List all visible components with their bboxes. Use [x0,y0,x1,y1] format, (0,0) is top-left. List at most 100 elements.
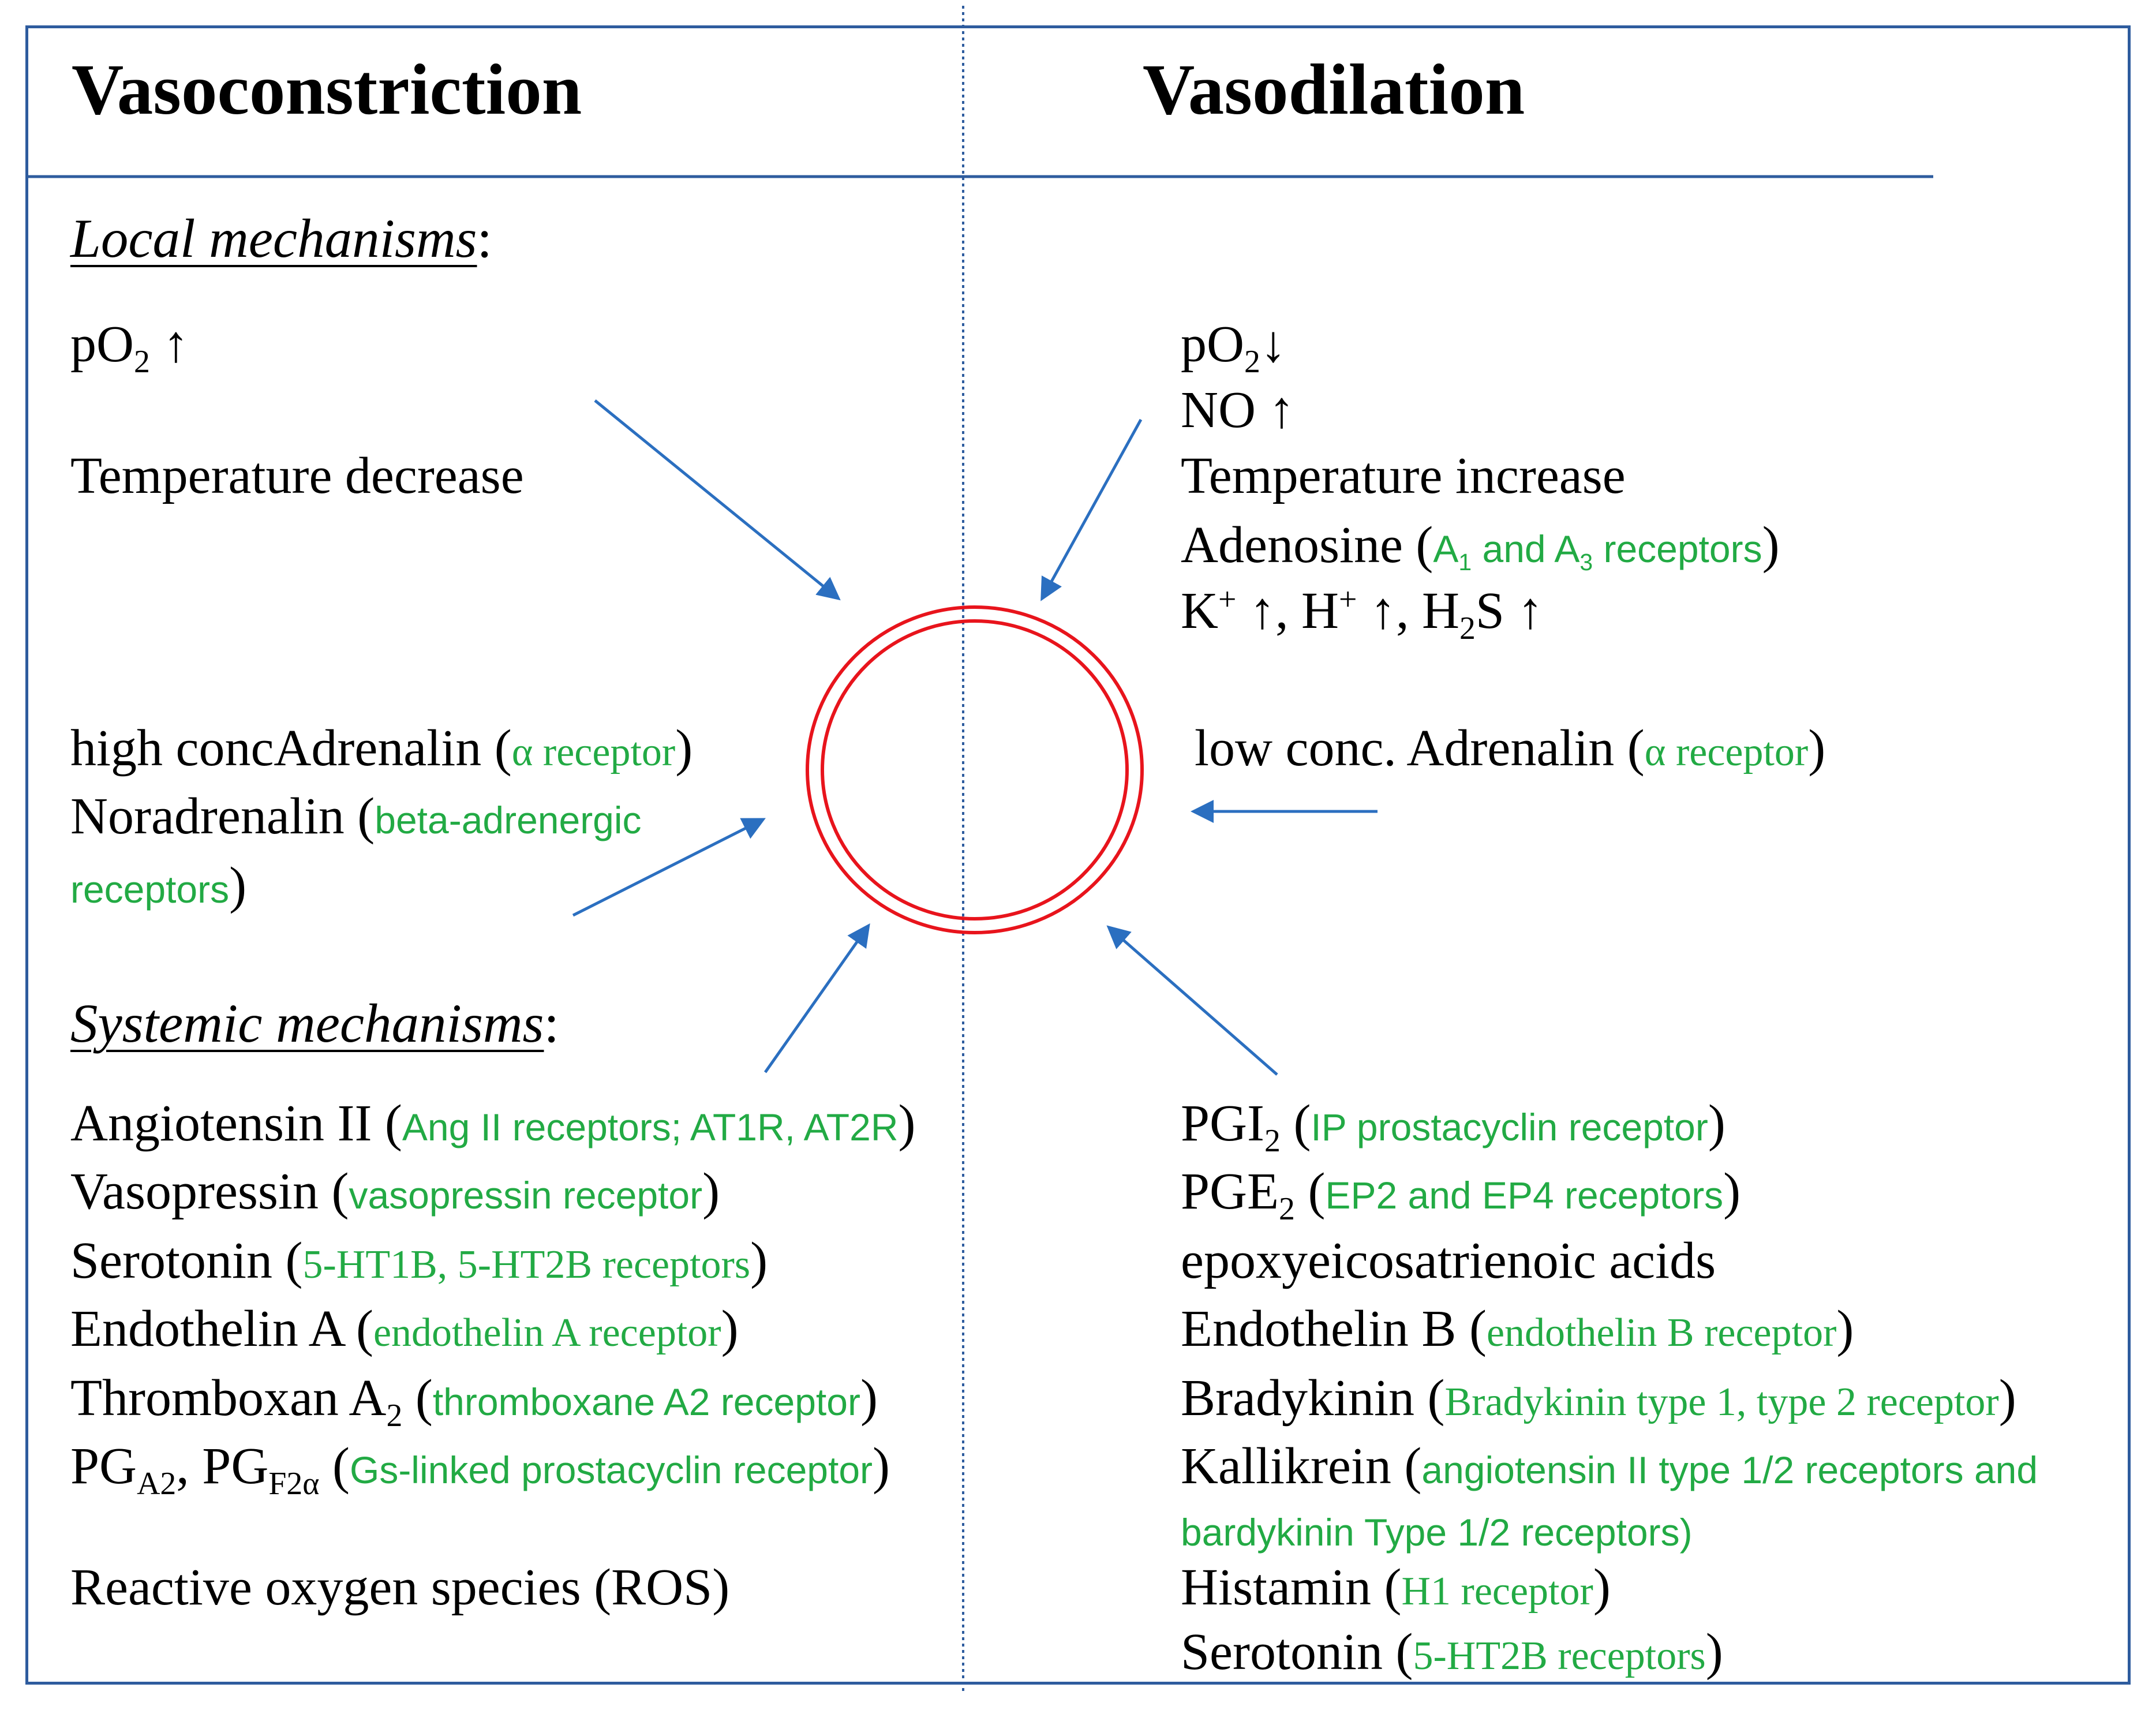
item-close: ) [721,1300,739,1357]
systemic-constriction-item: Serotonin (5-HT1B, 5-HT2B receptors) [70,1235,768,1287]
adrenalin-receptor: α receptor [1644,730,1809,774]
adenosine-receptor-a: A [1433,527,1459,570]
systemic-dilation-item: Bradykinin (Bradykinin type 1, type 2 re… [1181,1372,2016,1424]
item-receptor: Ang II receptors; AT1R, AT2R [402,1106,899,1148]
section-local-colon: : [477,208,492,269]
noradrenalin-name: Noradrenalin ( [70,788,375,845]
item-name: PG [70,1438,137,1495]
item-receptor-line2: bardykinin Type 1/2 receptors [1181,1511,1680,1554]
adrenalin-close: ) [1808,720,1826,777]
header-vasodilation: Vasodilation [1143,50,1525,130]
po2-label: pO [70,316,134,373]
item-name: Kallikrein ( [1181,1438,1422,1495]
noradrenalin-receptor-line2: receptors [70,868,230,911]
local-dilation-po2: pO2↓ [1181,316,1286,378]
item-name-sub: 2 [1279,1191,1295,1227]
systemic-dilation-item-cont: bardykinin Type 1/2 receptors) [1181,1503,1693,1555]
arrow-systemic-constriction [763,923,870,1073]
local-constriction-noradrenalin-cont: receptors) [70,860,246,912]
item-name: epoxyeicosatrienoic acids [1181,1232,1716,1289]
local-dilation-no: NO ↑ [1181,381,1295,439]
item-close: ) [1705,1623,1723,1681]
item-name-sub2: F2α [268,1466,320,1502]
item-name: Bradykinin ( [1181,1370,1445,1427]
local-constriction-noradrenalin: Noradrenalin (beta-adrenergic [70,791,642,843]
local-constriction-po2: pO2 ↑ [70,316,189,378]
item-receptor: Gs-linked prostacyclin receptor [349,1449,873,1491]
item-name: Thromboxan A [70,1370,387,1427]
po2-subscript: 2 [1244,344,1260,380]
item-name: Histamin ( [1181,1559,1402,1616]
item-close: ) [873,1438,890,1495]
local-constriction-temperature: Temperature decrease [70,447,524,504]
adenosine-receptor: A1 and A3 receptors [1433,527,1762,574]
ion-h2s-sub: 2 [1459,611,1476,646]
item-name: Endothelin B ( [1181,1300,1487,1357]
adenosine-name: Adenosine ( [1181,517,1433,574]
adenosine-receptor-sub3: 3 [1579,549,1593,576]
systemic-dilation-item: epoxyeicosatrienoic acids [1181,1235,1716,1287]
arrow-adrenalin-constriction [572,818,766,917]
item-name-rest: ( [402,1370,433,1427]
local-dilation-adenosine: Adenosine (A1 and A3 receptors) [1181,517,1780,574]
item-close: ) [898,1095,916,1152]
noradrenalin-close: ) [229,857,247,914]
systemic-dilation-item: Kallikrein (angiotensin II type 1/2 rece… [1181,1440,2038,1492]
item-close: ) [1836,1300,1854,1357]
systemic-constriction-item: Vasopressin (vasopressin receptor) [70,1166,720,1218]
noradrenalin-receptor-line1: beta-adrenergic [375,799,642,841]
item-receptor: endothelin A receptor [373,1311,721,1355]
item-name-rest: ( [1294,1163,1326,1220]
section-local-label: Local mechanisms [70,208,477,269]
adenosine-close: ) [1762,517,1780,574]
item-close: ) [860,1370,878,1427]
po2-subscript: 2 [134,344,150,380]
item-receptor: thromboxane A2 receptor [432,1380,860,1423]
local-dilation-adrenalin: low conc. Adrenalin (α receptor) [1195,723,1825,774]
item-name: Vasopressin ( [70,1163,349,1220]
systemic-dilation-item: PGI2 (IP prostacyclin receptor) [1181,1095,1725,1157]
item-close: ) [1708,1095,1725,1152]
item-name-mid: , PG [176,1438,269,1495]
ion-k: K [1181,582,1218,639]
systemic-constriction-item: Reactive oxygen species (ROS) [70,1562,729,1614]
systemic-dilation-item: Endothelin B (endothelin B receptor) [1181,1303,1854,1355]
po2-down-arrow: ↓ [1260,316,1286,373]
header-vasoconstriction: Vasoconstriction [72,50,582,130]
po2-label: pO [1181,316,1244,373]
systemic-constriction-item: Thromboxan A2 (thromboxane A2 receptor) [70,1370,878,1432]
systemic-dilation-item: Histamin (H1 receptor) [1181,1562,1611,1614]
item-receptor: 5-HT2B receptors [1413,1634,1706,1678]
item-receptor: IP prostacyclin receptor [1311,1106,1708,1148]
section-systemic-heading: Systemic mechanisms: [70,996,559,1051]
item-receptor-line1: angiotensin II type 1/2 receptors and [1421,1449,2038,1491]
item-receptor: vasopressin receptor [349,1174,703,1217]
item-name: Serotonin ( [70,1232,303,1289]
item-receptor: Bradykinin type 1, type 2 receptor [1444,1380,1999,1424]
item-name-sub: 2 [386,1398,403,1434]
item-name-sub: A2 [137,1466,177,1502]
local-dilation-temperature: Temperature increase [1181,447,1626,504]
arrow-local-constriction [594,399,841,601]
item-name: Endothelin A ( [70,1300,373,1357]
item-receptor: EP2 and EP4 receptors [1325,1174,1724,1217]
item-receptor: endothelin B receptor [1486,1311,1837,1355]
item-name: PGE [1181,1163,1279,1220]
adenosine-receptor-sub1: 1 [1458,549,1472,576]
diagram-frame [25,25,2131,1685]
adrenalin-receptor: α receptor [511,730,676,774]
systemic-constriction-item: Angiotensin II (Ang II receptors; AT1R, … [70,1098,915,1150]
item-close: ) [1679,1511,1693,1554]
item-name: Serotonin ( [1181,1623,1413,1681]
item-receptor: H1 receptor [1401,1569,1593,1614]
item-close: ) [1998,1370,2016,1427]
item-close: ) [750,1232,768,1289]
item-receptor: 5-HT1B, 5-HT2B receptors [302,1243,751,1287]
systemic-constriction-item: PGA2, PGF2α (Gs-linked prostacyclin rece… [70,1438,890,1500]
item-close: ) [1723,1163,1741,1220]
blood-vessel-inner [821,619,1129,921]
systemic-dilation-item: PGE2 (EP2 and EP4 receptors) [1181,1163,1741,1225]
ion-h2s-end: S ↑ [1475,582,1544,639]
section-systemic-label: Systemic mechanisms [70,993,544,1054]
item-close: ) [1593,1559,1611,1616]
